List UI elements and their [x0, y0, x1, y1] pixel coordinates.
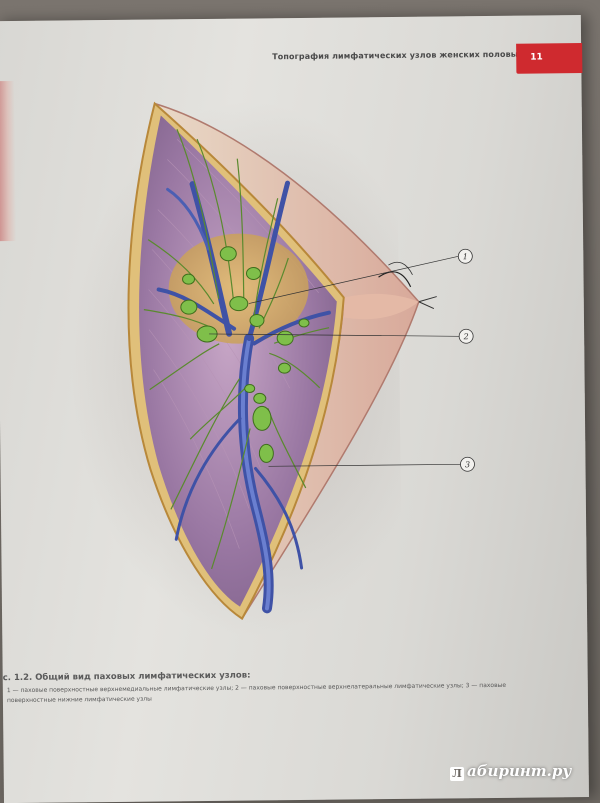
- callout-2: 2: [458, 328, 474, 344]
- labirint-logo-icon: Л: [450, 767, 464, 781]
- fat-tissue: [168, 233, 309, 344]
- caption-title: с. 1.2. Общий вид паховых лимфатических …: [2, 670, 251, 684]
- lymph-nodes: [180, 246, 310, 463]
- lymph-node: [258, 443, 274, 463]
- lymph-node: [180, 299, 198, 315]
- callout-3: 3: [460, 456, 475, 472]
- lymph-node: [182, 273, 196, 285]
- lymph-node: [245, 266, 261, 280]
- page-number-tab: 11: [516, 43, 583, 74]
- svg-text:1: 1: [463, 252, 468, 261]
- figure-caption: с. 1.2. Общий вид паховых лимфатических …: [3, 667, 563, 705]
- lymph-node: [298, 318, 310, 328]
- lymph-node: [276, 330, 294, 346]
- callout-leaders: [209, 255, 461, 467]
- book-page: Топография лимфатических узлов женских п…: [0, 15, 589, 803]
- lymph-node: [219, 246, 237, 262]
- page-number: 11: [530, 52, 543, 63]
- lymph-vessels: [143, 129, 330, 570]
- anatomical-illustration: 1 2 3: [127, 101, 475, 621]
- lymph-node: [252, 405, 272, 431]
- muscle-fascia: [139, 115, 337, 607]
- lymph-node: [229, 296, 249, 312]
- veins: [156, 180, 331, 614]
- caption-line-2: поверхностные нижние лимфатические узлы: [6, 695, 152, 705]
- svg-text:2: 2: [463, 332, 469, 341]
- lymph-node: [244, 384, 256, 394]
- previous-page-edge: [0, 80, 17, 242]
- lymph-node: [249, 313, 265, 327]
- lymph-node: [253, 392, 267, 404]
- callout-1: 1: [457, 248, 473, 264]
- caption-line-1: 1 — паховые поверхностные верхнемедиальн…: [6, 681, 507, 695]
- watermark-text: абиринт.ру: [467, 762, 572, 780]
- svg-text:3: 3: [465, 460, 470, 469]
- lymph-node: [277, 362, 291, 374]
